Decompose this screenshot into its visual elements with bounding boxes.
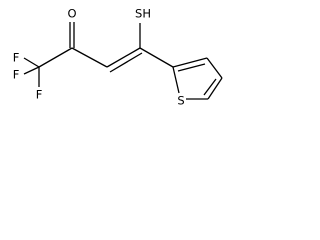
bond-ring-inner-c2-c3 [177, 63, 206, 72]
bond-ring-c4-c5 [207, 77, 223, 100]
bond-c-f-middle [23, 66, 40, 75]
bond-ring-inner-c4-c5 [203, 78, 217, 96]
bond-vinyl-thiophene [139, 47, 174, 68]
bond-ring-s-c2 [172, 66, 180, 94]
atom-label-sulfhydryl: SH [135, 7, 151, 21]
atom-label-oxygen: O [67, 7, 76, 21]
bond-ring-c3-c4 [206, 57, 223, 79]
bond-carbonyl-vinyl [71, 47, 108, 68]
chemical-structure-diagram: O SH F F F S [13, 7, 223, 108]
atom-label-fluorine-bottom: F [36, 88, 43, 102]
bond-cf3-carbonyl [38, 47, 73, 68]
atom-label-fluorine-top: F [13, 51, 20, 65]
bond-ring-c2-c3 [172, 57, 208, 68]
atom-label-fluorine-middle: F [13, 68, 20, 82]
atom-label-sulfur-ring: S [177, 94, 184, 108]
bond-vinyl-double-b [109, 52, 143, 73]
bond-c-f-top [23, 57, 40, 68]
bond-vinyl-double-a [106, 47, 141, 68]
